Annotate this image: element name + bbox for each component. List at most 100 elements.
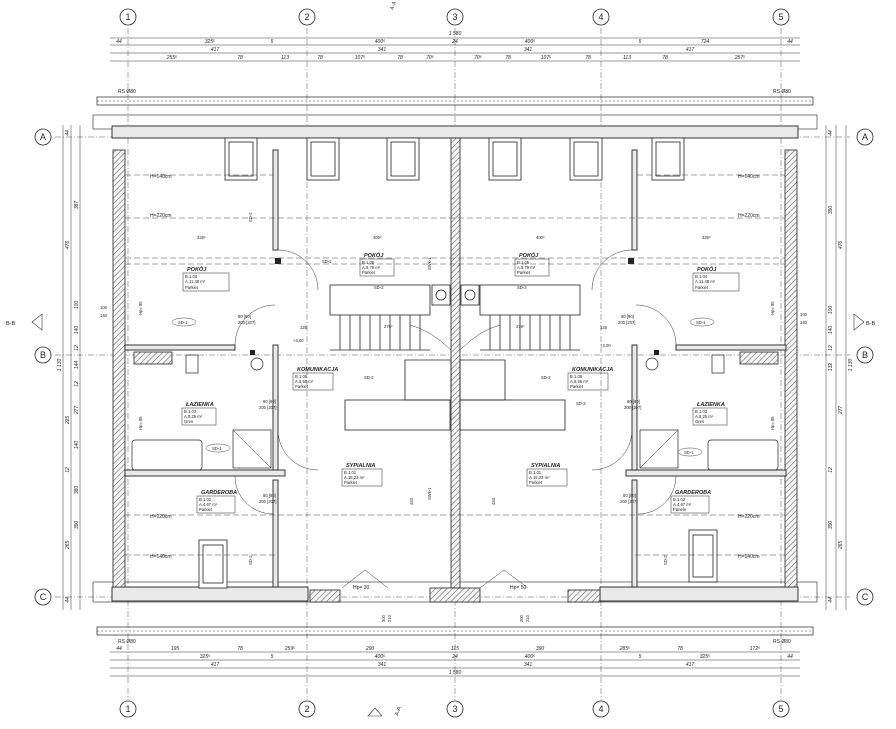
svg-text:Gres: Gres (695, 419, 704, 424)
svg-text:POKÓJ: POKÓJ (697, 266, 717, 273)
dim-right-7: 1 130 (848, 359, 854, 372)
axis-bubbles: 1 2 3 4 5 1 2 3 4 5 A B C A B C (34, 8, 874, 718)
svg-text:A.15,23 m²: A.15,23 m² (529, 475, 550, 480)
svg-text:B.1.05: B.1.05 (362, 260, 375, 265)
dim-325-top-right: 325⁵ (702, 235, 711, 240)
axis-label-3-bottom: 3 (452, 704, 457, 714)
svg-text:Parkiet: Parkiet (344, 480, 358, 485)
door-label-1-left-height: 200 [207] (238, 320, 255, 325)
dim-bot-r1-9: 24 (451, 654, 458, 660)
dim-top-r1-6: 5 (639, 39, 642, 45)
dim-top-r2-3: 417 (686, 47, 695, 53)
hp85-label-bottom-left: Hp= 85 (138, 416, 143, 430)
right-dimensions: 44 390 476 100 140 12 132 1 130 277 12 3… (825, 125, 854, 610)
axis-label-4-top: 4 (598, 12, 603, 22)
dim-top-r2-0: 417 (211, 47, 220, 53)
axis-label-2-bottom: 2 (304, 704, 309, 714)
dim-top-r3-5: 78 (397, 55, 403, 61)
svg-text:B.1.04: B.1.04 (695, 274, 708, 279)
room-label-garderoba-left: GARDEROBA B.1.02 A.4,67 m² Parkiet (196, 490, 237, 514)
dim-bot-r1-11: 400⁵ (525, 654, 535, 660)
svg-text:B.1.05: B.1.05 (517, 260, 530, 265)
dim-top-overall: 1 580 (449, 31, 462, 37)
hp-label-left: Hp= 30 (353, 585, 369, 591)
dim-top-r3-0: 255⁵ (166, 55, 177, 61)
stair-dim-left: 276⁵ (384, 324, 393, 329)
dim-bot-r1-0: 44 (116, 646, 122, 652)
room-label-garderoba-right: GARDEROBA B.1.02 A.4,67 m² Panele (670, 490, 711, 514)
sd1-label-bath-left: SD-1 (212, 446, 222, 451)
svg-text:Panele: Panele (673, 507, 687, 512)
svg-text:POKÓJ: POKÓJ (187, 266, 207, 273)
svg-text:B.1.02: B.1.02 (199, 497, 212, 502)
sw1-label-top: SWk-1 (427, 257, 432, 270)
dim-left-5: 12 (74, 345, 80, 351)
height-h140-tl: H=140cm (150, 174, 172, 180)
svg-text:GARDEROBA: GARDEROBA (201, 490, 237, 496)
svg-text:Parkiet: Parkiet (362, 270, 376, 275)
axis-label-1-top: 1 (125, 12, 130, 22)
svg-text:ŁAZIENKA: ŁAZIENKA (185, 402, 214, 408)
dim-top-r3-11: 113 (623, 55, 631, 61)
svg-text:A.11,48 m²: A.11,48 m² (185, 279, 206, 284)
dim-400-top-left: 400⁵ (373, 235, 382, 240)
dim-right-4: 140 (828, 326, 834, 335)
section-markers: B-B B-B A-A A-A (6, 0, 876, 717)
level-label-left: +3,00 (293, 338, 304, 343)
svg-text:A.8,25 m²: A.8,25 m² (184, 414, 203, 419)
axis-label-5-top: 5 (778, 12, 783, 22)
sd2-label-4: SD-2 (364, 375, 374, 380)
axis-label-5-bottom: 5 (778, 704, 783, 714)
section-aa-top: A-A (389, 0, 398, 11)
dim-140-left: 140 (100, 313, 108, 318)
door-swings (234, 249, 677, 589)
dim-bot-r1-1: 195 (171, 646, 180, 652)
height-h220-tl: H=220cm (150, 213, 172, 219)
dim-top-r1-0: 44 (116, 39, 122, 45)
dim-453-right: 453 (491, 497, 496, 505)
dim-bot-r1-14: 78 (677, 646, 683, 652)
dim-top-r3-6: 70⁵ (426, 55, 434, 61)
dim-bot-r1-12: 285⁵ (619, 646, 630, 652)
svg-text:B.1.06: B.1.06 (295, 374, 308, 379)
ridge-label-top-left: RS Ø80 (118, 89, 136, 95)
dim-top-r3-4: 107⁵ (355, 55, 365, 61)
dim-bot-r1-6: 400⁵ (375, 654, 385, 660)
svg-text:SYPIALNIA: SYPIALNIA (531, 463, 560, 469)
dim-bot-r2-1: 341 (378, 662, 387, 668)
dim-left-13: 12 (65, 467, 71, 473)
svg-text:B.1.02: B.1.02 (673, 497, 686, 502)
misc-labels: SD-1 SD-1 SD-1 SD-1 SD-2 SD-2 SD-2 SD-2 … (100, 212, 808, 622)
section-aa-bottom: A-A (394, 706, 403, 717)
bottom-dimensions: 44 195 78 325⁵ 5 259⁵ 400⁵ 290 115 24 39… (110, 646, 800, 677)
sd2-label-9: SD-2 (663, 555, 668, 565)
window-width-right: 200 (519, 614, 524, 622)
dim-top-r3-2: 113 (281, 55, 289, 61)
dim-bot-r1-13: 5 (639, 654, 642, 660)
top-dimensions: 1 580 44 325⁵ 5 400⁵ 24 400⁵ 5 724 44 41… (110, 31, 800, 62)
axis-label-c-right: C (862, 592, 869, 602)
dim-left-0: 44 (65, 130, 71, 136)
dim-left-8: 12 (74, 381, 80, 387)
dim-bot-r1-7: 290 (365, 646, 375, 652)
svg-text:A.5,55 m²: A.5,55 m² (295, 379, 314, 384)
svg-text:KOMUNIKACJA: KOMUNIKACJA (297, 367, 338, 373)
room-label-pokoj-left: POKÓJ B.1.04 A.11,48 m² Parkiet (182, 266, 230, 292)
door-label-3-right: 80 [90] (623, 493, 636, 498)
dim-right-2: 476 (838, 241, 844, 250)
door-label-1-right: 80 [90] (621, 314, 634, 319)
dim-bot-r1-2: 78 (237, 646, 243, 652)
axis-label-a-right: A (862, 132, 868, 142)
dim-top-r2-1: 341 (378, 47, 387, 53)
dim-top-r3-12: 78 (662, 55, 668, 61)
dim-left-16: 44 (65, 597, 71, 603)
dim-right-9: 12 (828, 467, 834, 473)
dim-bot-r2-3: 417 (686, 662, 695, 668)
door-label-1-right-height: 200 [207] (618, 320, 635, 325)
room-label-komunikacja-right: KOMUNIKACJA B.1.06 A.5,55 m² Parkiet (567, 367, 613, 391)
dim-top-r3-10: 78 (585, 55, 591, 61)
dim-left-7: 1 130 (57, 359, 63, 372)
door-label-2-left-height: 200 [207] (259, 405, 276, 410)
sd2-label-6: SD-2 (576, 401, 586, 406)
dim-right-12: 44 (828, 597, 834, 603)
